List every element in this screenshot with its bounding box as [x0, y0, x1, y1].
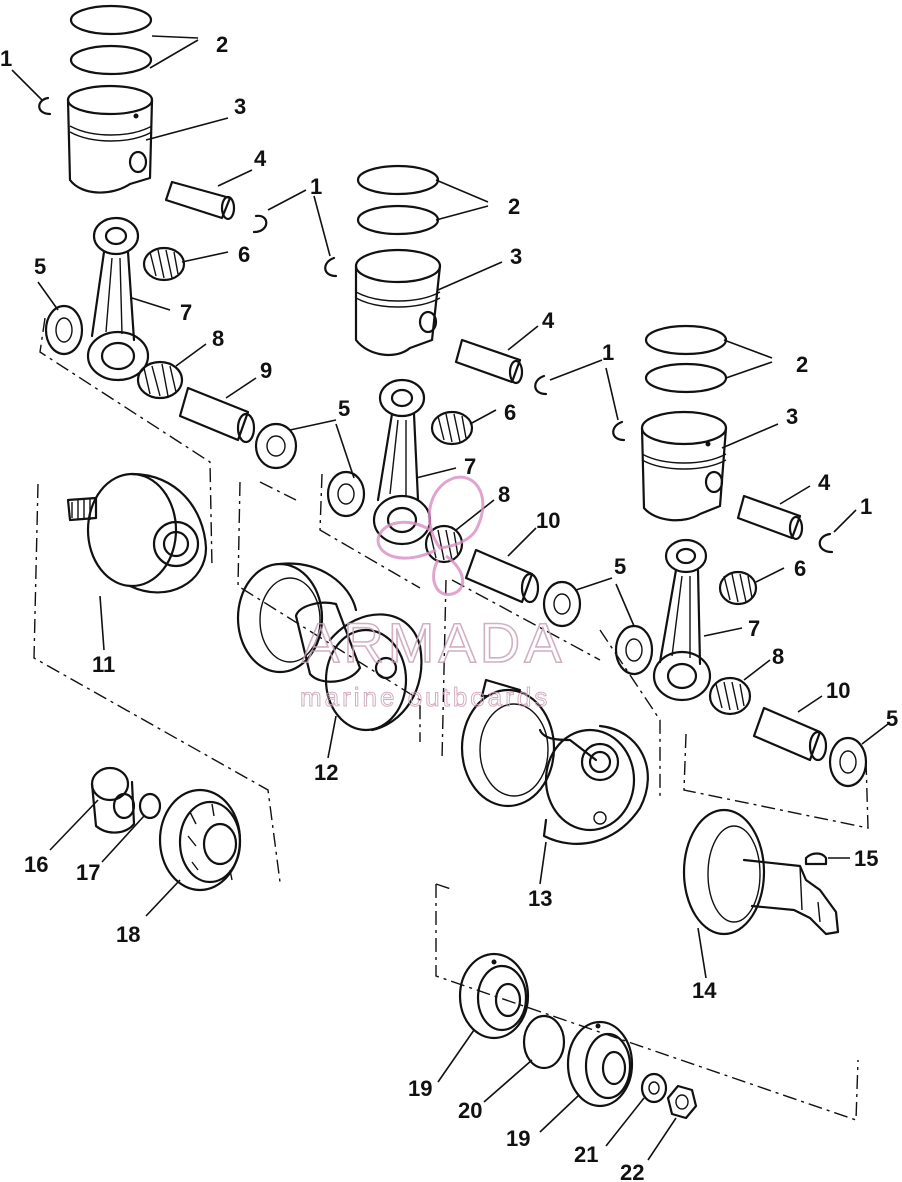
callout-19: 19: [408, 1076, 432, 1101]
callout-6: 6: [504, 400, 516, 425]
ring-clip-b: [252, 214, 268, 234]
callout-14: 14: [692, 978, 717, 1003]
callout-13: 13: [528, 886, 552, 911]
thrust-washer-f: [828, 736, 868, 788]
watermark-brand: ARMADA: [302, 611, 566, 674]
callout-7: 7: [748, 616, 760, 641]
needle-bearing-small-c: [718, 570, 758, 606]
callout-21: 21: [574, 1142, 598, 1167]
callout-10: 10: [536, 508, 560, 533]
piston-pin-c: [736, 494, 804, 541]
needle-bearing-small-b: [430, 410, 474, 446]
callout-1: 1: [602, 340, 614, 365]
callout-12: 12: [314, 760, 338, 785]
callout-1: 1: [860, 494, 872, 519]
callout-5: 5: [886, 706, 898, 731]
callout-11: 11: [92, 652, 115, 677]
crank-pin-9: [178, 386, 256, 444]
callout-17: 17: [76, 860, 100, 885]
callout-10: 10: [826, 678, 850, 703]
thrust-washer-e: [614, 624, 654, 676]
ball-bearing-18: [158, 788, 242, 892]
piston-a: [66, 84, 154, 194]
ring-clip-a: [38, 96, 52, 116]
callout-4: 4: [254, 146, 267, 171]
callout-5: 5: [338, 396, 350, 421]
collar-16: [90, 766, 136, 834]
piston-pin-a: [164, 180, 236, 221]
ball-bearing-19b: [566, 1020, 634, 1108]
callout-4: 4: [542, 308, 555, 333]
woodruff-key-15: [804, 852, 828, 866]
piston-c: [640, 410, 728, 522]
callout-18: 18: [116, 922, 140, 947]
callout-7: 7: [464, 454, 476, 479]
needle-bearing-large-a: [136, 360, 184, 400]
connecting-rod-b: [372, 378, 432, 546]
callout-9: 9: [260, 358, 272, 383]
washer-21: [640, 1072, 668, 1104]
ring-clip-f: [818, 532, 834, 554]
needle-bearing-large-b: [424, 524, 464, 564]
crank-pin-10a: [464, 548, 540, 604]
needle-bearing-large-c: [708, 676, 752, 716]
thrust-washer-a: [44, 304, 84, 356]
ring-clip-e: [612, 420, 626, 442]
callout-4: 4: [818, 470, 831, 495]
callout-1: 1: [310, 174, 322, 199]
callout-2: 2: [216, 32, 228, 57]
piston-rings-b: [356, 164, 440, 236]
needle-bearing-small-a: [142, 246, 186, 282]
piston-pin-b: [454, 338, 524, 385]
connecting-rod-a: [86, 216, 150, 382]
callout-2: 2: [508, 194, 520, 219]
nut-22: [666, 1084, 698, 1120]
callout-numbers: 1 2 3 4 1 2 3 4 5 6 7 8 9 1 2 3 4 1 5 6 …: [0, 32, 898, 1182]
snap-ring-17: [138, 792, 162, 820]
callout-3: 3: [510, 244, 522, 269]
callout-6: 6: [238, 242, 250, 267]
watermark: ARMADA marine outboards: [300, 475, 566, 713]
piston-rings-c: [644, 324, 728, 394]
crank-web-11: [66, 472, 208, 594]
thrust-washer-b: [254, 422, 298, 470]
ball-bearing-19a: [458, 952, 530, 1040]
callout-16: 16: [24, 852, 48, 877]
crank-web-14: [682, 808, 840, 936]
ring-clip-c: [324, 256, 338, 278]
callout-8: 8: [498, 482, 510, 507]
leader-lines: [11, 35, 889, 1161]
snap-ring-20: [522, 1014, 566, 1070]
callout-22: 22: [620, 1160, 644, 1182]
connecting-rod-c: [652, 538, 712, 702]
callout-1: 1: [0, 46, 12, 71]
callout-8: 8: [772, 644, 784, 669]
crank-web-12: [236, 562, 423, 732]
crank-pin-10b: [752, 706, 828, 762]
propeller-flower-icon: [376, 475, 485, 596]
callout-8: 8: [212, 326, 224, 351]
watermark-tagline: marine outboards: [300, 682, 550, 712]
piston-b: [354, 248, 442, 356]
callout-3: 3: [786, 404, 798, 429]
callout-3: 3: [234, 94, 246, 119]
callout-20: 20: [458, 1098, 482, 1123]
assembly-dash-lines: [33, 317, 869, 1121]
thrust-washer-d: [542, 580, 582, 628]
crank-web-13: [460, 678, 649, 845]
thrust-washer-c: [326, 470, 366, 518]
callout-15: 15: [854, 846, 878, 871]
ring-clip-d: [534, 374, 548, 396]
callout-6: 6: [794, 556, 806, 581]
callout-2: 2: [796, 352, 808, 377]
callout-5: 5: [34, 254, 46, 279]
callout-7: 7: [180, 300, 192, 325]
callout-5: 5: [614, 554, 626, 579]
piston-rings-a: [69, 4, 153, 76]
callout-19: 19: [506, 1126, 530, 1151]
